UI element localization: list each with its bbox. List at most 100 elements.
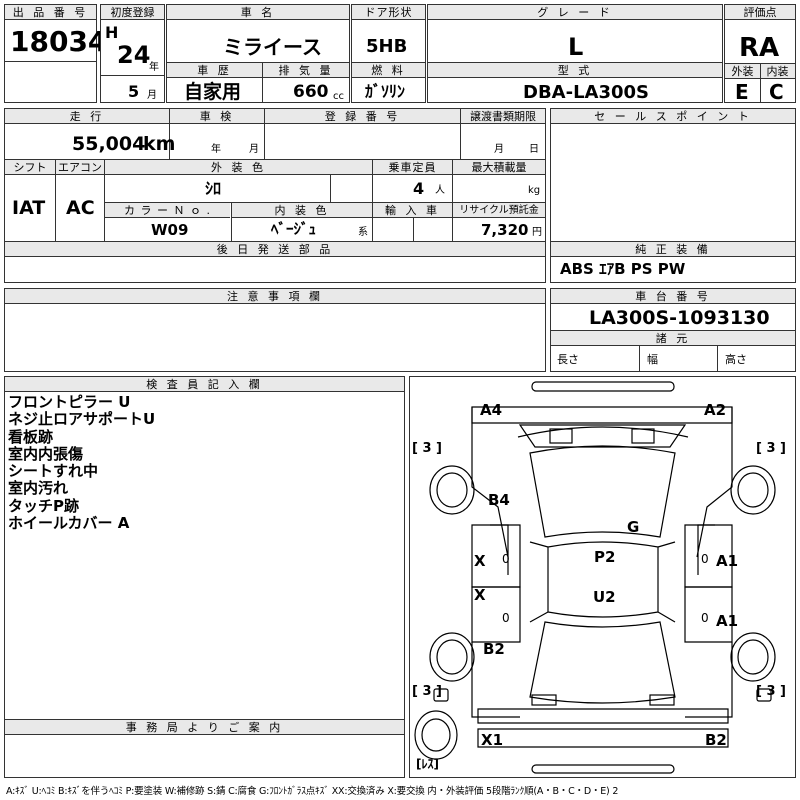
aircon: AC xyxy=(66,197,95,219)
color-no-label: カ ラ ー Ｎ ｏ . xyxy=(105,203,230,218)
spare-tire-status: [ﾚｽ] xyxy=(416,757,439,771)
inspector-note: 看板跡 xyxy=(8,427,54,446)
inspection-year-unit: 年 xyxy=(211,144,221,155)
grade-cell: グ レ ー ド L 型 式 DBA-LA300S xyxy=(427,4,723,103)
damage-legend: A:ｷｽﾞ U:ﾍｺﾐ B:ｷｽﾞを伴うﾍｺﾐ P:要塗装 W:補修跡 S:錆 … xyxy=(6,786,619,797)
score-label: 評価点 xyxy=(725,5,795,20)
recycle-fee: 7,320 xyxy=(481,221,529,239)
damage-mark-x-front-door: X xyxy=(474,552,486,570)
max-load-unit: kg xyxy=(528,185,541,196)
damage-mark-a1-front-door: A1 xyxy=(716,552,739,570)
door-cell: ドア形状 5HB 燃 料 ｶﾞｿﾘﾝ xyxy=(351,4,426,103)
length-label: 長さ xyxy=(557,353,579,366)
grade-label: グ レ ー ド xyxy=(428,5,722,20)
sales-points-label: セ ー ル ス ポ イ ン ト xyxy=(551,109,795,124)
chassis-number: LA300S-1093130 xyxy=(589,307,770,329)
registration-no-label: 登 録 番 号 xyxy=(265,109,460,124)
zero-mark: 0 xyxy=(701,552,709,566)
genuine-equipment-value: ABS ｴｱB PS PW xyxy=(560,260,686,278)
exterior-grade: E xyxy=(735,80,749,104)
inspector-notes-list: フロントピラー U ネジ止ロアサポートU 看板跡 室内内張傷 シートすれ中 室内… xyxy=(8,393,156,533)
later-parts-box: 後 日 発 送 部 品 xyxy=(4,241,546,283)
specs-block: 走 行 車 検 登 録 番 号 譲渡書類期限 55,004 km 年 月 月 日… xyxy=(4,108,546,242)
score-cell: 評価点 RA 外装 内装 E C xyxy=(724,4,796,103)
office-notice-label: 事 務 局 よ り ご 案 内 xyxy=(5,720,404,735)
first-registration-cell: 初度登録 H 24 年 5 月 xyxy=(100,4,165,103)
damage-mark-b4: B4 xyxy=(488,491,510,509)
grade: L xyxy=(568,33,584,61)
genuine-equipment-label: 純 正 装 備 xyxy=(551,242,795,257)
damage-mark-b2-bumper: B2 xyxy=(705,731,727,749)
inspection-month-unit: 月 xyxy=(249,144,259,155)
exterior-color: ｼﾛ xyxy=(205,179,222,198)
zero-mark: 0 xyxy=(502,611,510,625)
damage-mark-g: G xyxy=(627,518,640,536)
tire-tread-front-right: [ 3 ] xyxy=(756,441,786,456)
office-notice-box: 事 務 局 よ り ご 案 内 xyxy=(4,719,405,778)
damage-mark-b2-rear: B2 xyxy=(483,640,505,658)
damage-mark-x1-bumper: X1 xyxy=(481,731,504,749)
damage-mark-a2-front: A2 xyxy=(704,401,727,419)
displacement-unit: cc xyxy=(333,91,344,102)
car-diagram xyxy=(414,381,776,774)
mileage-value: 55,004 xyxy=(72,133,146,155)
interior-label: 内装 xyxy=(760,64,795,79)
recycle-unit: 円 xyxy=(532,227,542,238)
inspection-label: 車 検 xyxy=(170,109,264,124)
exterior-label: 外装 xyxy=(725,64,760,79)
ext-color-label: 外 装 色 xyxy=(105,160,372,175)
fuel-label: 燃 料 xyxy=(352,63,425,78)
aircon-label: エアコン xyxy=(56,160,104,175)
inspector-note: ホイールカバー A xyxy=(8,514,130,533)
transfer-day-unit: 日 xyxy=(529,144,539,155)
door-label: ドア形状 xyxy=(352,5,425,20)
chassis-no-label: 車 台 番 号 xyxy=(551,289,795,304)
lot-number-label: 出 品 番 号 xyxy=(5,5,96,20)
chassis-box: 車 台 番 号 LA300S-1093130 諸 元 長さ 幅 高さ xyxy=(550,288,796,372)
vehicle-history: 自家用 xyxy=(184,81,242,103)
dimensions-label: 諸 元 xyxy=(551,331,795,346)
lot-number: 18034 xyxy=(10,25,108,58)
lot-number-cell: 出 品 番 号 18034 xyxy=(4,4,107,103)
door-type: 5HB xyxy=(366,36,408,57)
inspector-note: タッチP跡 xyxy=(8,496,79,515)
displacement-label: 排 気 量 xyxy=(263,63,349,78)
interior-color-suffix: 系 xyxy=(358,227,368,238)
recycle-label: リサイクル預託金 xyxy=(453,203,545,218)
inspector-note: ネジ止ロアサポートU xyxy=(8,410,156,429)
inspector-note: フロントピラー U xyxy=(8,393,131,411)
registration-year: 24 xyxy=(117,41,151,69)
mileage-unit: km xyxy=(143,133,176,155)
car-name-cell: 車 名 ミライース 車 歴 排 気 量 自家用 660 cc xyxy=(166,4,350,103)
inspector-notes-label: 検 査 員 記 入 欄 xyxy=(5,377,404,392)
color-number: W09 xyxy=(151,221,189,239)
inspector-notes-box: 検 査 員 記 入 欄 xyxy=(4,376,405,720)
mileage-label: 走 行 xyxy=(5,109,169,124)
era: H xyxy=(105,23,119,42)
fuel: ｶﾞｿﾘﾝ xyxy=(365,82,406,101)
zero-mark: 0 xyxy=(502,552,510,566)
interior-color: ﾍﾞｰｼﾞｭ xyxy=(271,220,317,238)
damage-mark-u2: U2 xyxy=(593,588,616,606)
caution-box: 注 意 事 項 欄 xyxy=(4,288,546,372)
damage-mark-x-rear-door: X xyxy=(474,586,486,604)
tire-tread-front-left: [ 3 ] xyxy=(412,441,442,456)
transfer-deadline-label: 譲渡書類期限 xyxy=(461,109,545,124)
damage-mark-a1-rear-door: A1 xyxy=(716,612,739,630)
tire-tread-rear-left: [ 3 ] xyxy=(412,684,442,699)
transfer-month-unit: 月 xyxy=(494,144,504,155)
history-label: 車 歴 xyxy=(167,63,262,78)
damage-mark-p2: P2 xyxy=(594,548,616,566)
evaluation-score: RA xyxy=(739,33,780,63)
width-label: 幅 xyxy=(647,353,658,366)
first-registration-label: 初度登録 xyxy=(101,5,164,20)
inspector-note: 室内内張傷 xyxy=(8,444,84,463)
later-parts-label: 後 日 発 送 部 品 xyxy=(5,242,545,257)
capacity: 4 xyxy=(413,179,425,198)
inspector-note: シートすれ中 xyxy=(8,462,99,481)
model-label: 型 式 xyxy=(428,63,722,78)
max-load-label: 最大積載量 xyxy=(453,160,545,175)
import-label: 輸 入 車 xyxy=(373,203,452,218)
model-code: DBA-LA300S xyxy=(523,82,649,103)
caution-label: 注 意 事 項 欄 xyxy=(5,289,545,304)
